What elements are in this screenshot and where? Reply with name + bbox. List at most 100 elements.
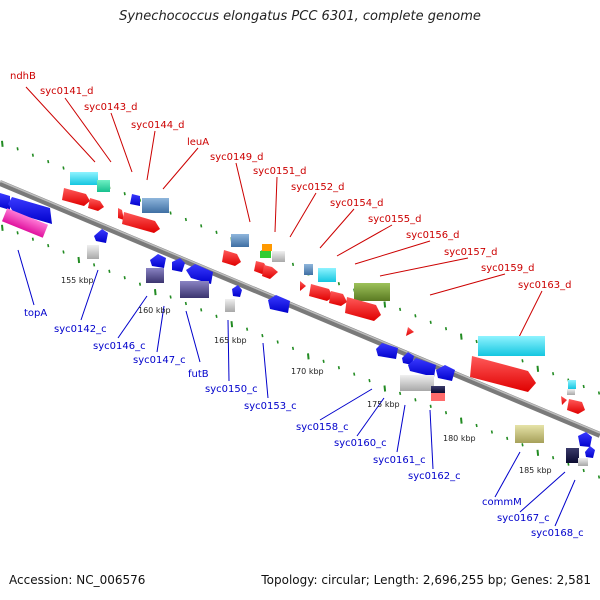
- scale-tick: [31, 153, 34, 157]
- scale-tick: [582, 468, 585, 473]
- gene-label-leuA: leuA: [187, 137, 209, 148]
- gene-label-syc0168_c: syc0168_c: [531, 528, 584, 539]
- scale-tick: [1, 140, 4, 147]
- gene-label-syc0153_c: syc0153_c: [244, 401, 297, 412]
- scale-tick: [597, 391, 600, 395]
- scale-tick: [154, 289, 157, 296]
- gene-block-syc0149: [231, 234, 249, 247]
- scale-tick: [552, 456, 555, 460]
- gene-arrow-red: [309, 284, 333, 301]
- scale-label-155: 155 kbp: [61, 276, 94, 285]
- gene-arrow-blue: [408, 358, 436, 377]
- gene-arrow-blue: [578, 432, 592, 447]
- scale-tick: [93, 263, 96, 267]
- scale-tick: [62, 166, 65, 170]
- topology-text: Topology: circular; Length: 2,696,255 bp…: [261, 573, 591, 587]
- scale-tick: [597, 475, 600, 479]
- scale-tick: [399, 307, 402, 312]
- scale-tick: [261, 333, 264, 338]
- scale-tick: [490, 430, 493, 434]
- gene-arrow-red: [62, 188, 90, 206]
- scale-tick: [184, 301, 187, 306]
- scale-tick: [337, 282, 340, 286]
- scale-tick: [246, 327, 249, 331]
- scale-tick: [200, 308, 203, 312]
- gene-arrow-red: [262, 265, 278, 279]
- gene-block-syc0167: [566, 448, 579, 463]
- scale-tick: [291, 262, 295, 267]
- gene-arrow-blue: [8, 197, 52, 224]
- scale-tick: [169, 295, 172, 299]
- scale-tick: [582, 384, 585, 389]
- scale-tick: [536, 365, 540, 372]
- gene-block-syc0163: [478, 336, 545, 356]
- reverse-gene-labels: topA syc0142_c syc0146_c syc0147_c futB …: [24, 308, 584, 539]
- scale-tick: [184, 217, 187, 222]
- scale-tick: [353, 372, 356, 376]
- gene-arrow-red: [345, 297, 381, 321]
- gene-label-syc0149_d: syc0149_d: [210, 152, 263, 163]
- scale-tick: [521, 359, 524, 363]
- gene-block-syc0162-b: [431, 393, 445, 401]
- gene-arrow-red: [329, 291, 347, 306]
- gene-arrow-red: [470, 356, 536, 392]
- reverse-strand-features: [0, 193, 595, 466]
- gene-block-green: [260, 251, 271, 258]
- gene-label-syc0155_d: syc0155_d: [368, 214, 421, 225]
- scale-tick: [414, 314, 417, 318]
- gene-label-syc0144_d: syc0144_d: [131, 120, 184, 131]
- scale-tick: [169, 211, 172, 215]
- gene-label-syc0154_d: syc0154_d: [330, 198, 383, 209]
- gene-block-small-grey: [567, 389, 575, 395]
- gene-arrow-red: [118, 208, 124, 220]
- scale-tick: [368, 378, 371, 383]
- scale-tick: [47, 243, 50, 248]
- gene-block-syc0150: [225, 299, 235, 312]
- scale-tick: [230, 321, 234, 328]
- scale-tick: [291, 346, 295, 351]
- scale-tick: [383, 385, 387, 392]
- gene-label-syc0156_d: syc0156_d: [406, 230, 459, 241]
- scale-tick: [383, 301, 387, 308]
- scale-tick: [47, 159, 50, 164]
- gene-arrow-blue: [232, 285, 242, 297]
- scale-label-165: 165 kbp: [214, 336, 247, 345]
- map-title: Synechococcus elongatus PCC 6301, comple…: [119, 9, 481, 24]
- gene-arrow-blue: [402, 352, 414, 365]
- gene-label-syc0141_d: syc0141_d: [40, 86, 93, 97]
- gene-label-syc0163_d: syc0163_d: [518, 280, 571, 291]
- gene-arrow-blue: [172, 258, 185, 272]
- gene-block-syc0152: [304, 264, 313, 275]
- scale-tick: [307, 353, 310, 360]
- scale-tick: [444, 411, 448, 415]
- gene-block-syc0162-a: [431, 386, 445, 393]
- scale-tick: [1, 224, 4, 231]
- gene-arrow-blue: [376, 343, 398, 359]
- forward-leader-lines: [25, 86, 543, 338]
- gene-block-ndhB: [70, 172, 98, 185]
- scale-tick: [200, 224, 203, 228]
- scale-tick: [475, 423, 478, 428]
- scale-tick: [276, 340, 279, 344]
- gene-label-ndhB: ndhB: [10, 71, 36, 82]
- scale-tick: [62, 250, 65, 254]
- forward-strand-features: [62, 172, 585, 414]
- scale-tick: [337, 366, 340, 370]
- scale-label-185: 185 kbp: [519, 466, 552, 475]
- gene-label-syc0151_d: syc0151_d: [253, 166, 306, 177]
- gene-label-syc0160_c: syc0160_c: [334, 438, 387, 449]
- scale-tick: [399, 391, 402, 396]
- gene-arrow-red: [122, 212, 160, 233]
- gene-arrow-blue: [186, 264, 213, 284]
- gene-block-small-cyan: [568, 380, 576, 389]
- scale-tick: [414, 398, 417, 402]
- scale-tick: [460, 333, 463, 340]
- gene-label-syc0162_c: syc0162_c: [408, 471, 461, 482]
- scale-tick: [429, 404, 432, 408]
- scale-label-175: 175 kbp: [367, 400, 400, 409]
- gene-label-commM: commM: [482, 497, 522, 508]
- gene-label-syc0152_d: syc0152_d: [291, 182, 344, 193]
- gene-label-syc0143_d: syc0143_d: [84, 102, 137, 113]
